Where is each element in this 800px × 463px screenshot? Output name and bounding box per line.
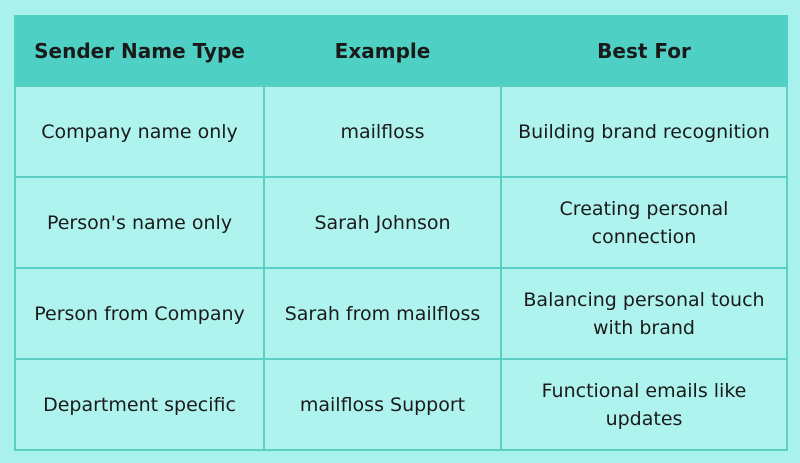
table-row: Person's name only Sarah Johnson Creatin… — [14, 176, 788, 269]
table-body: Company name only mailfloss Building bra… — [14, 85, 788, 451]
sender-name-table-container: Sender Name Type Example Best For Compan… — [14, 15, 788, 451]
cell-best-for: Functional emails like updates — [500, 358, 788, 451]
cell-sender-name-type: Person from Company — [14, 267, 265, 360]
cell-example: Sarah Johnson — [263, 176, 502, 269]
cell-best-for: Balancing personal touch with brand — [500, 267, 788, 360]
header-row: Sender Name Type Example Best For — [14, 15, 788, 87]
cell-sender-name-type: Department specific — [14, 358, 265, 451]
sender-name-table: Sender Name Type Example Best For Compan… — [14, 15, 788, 451]
column-header-example: Example — [263, 15, 502, 87]
column-header-best-for: Best For — [500, 15, 788, 87]
cell-example: mailfloss Support — [263, 358, 502, 451]
cell-example: mailfloss — [263, 85, 502, 178]
table-row: Person from Company Sarah from mailfloss… — [14, 267, 788, 360]
cell-sender-name-type: Person's name only — [14, 176, 265, 269]
table-header: Sender Name Type Example Best For — [14, 15, 788, 87]
cell-best-for: Building brand recognition — [500, 85, 788, 178]
column-header-sender-name-type: Sender Name Type — [14, 15, 265, 87]
table-row: Company name only mailfloss Building bra… — [14, 85, 788, 178]
table-row: Department specific mailfloss Support Fu… — [14, 358, 788, 451]
cell-sender-name-type: Company name only — [14, 85, 265, 178]
cell-example: Sarah from mailfloss — [263, 267, 502, 360]
cell-best-for: Creating personal connection — [500, 176, 788, 269]
